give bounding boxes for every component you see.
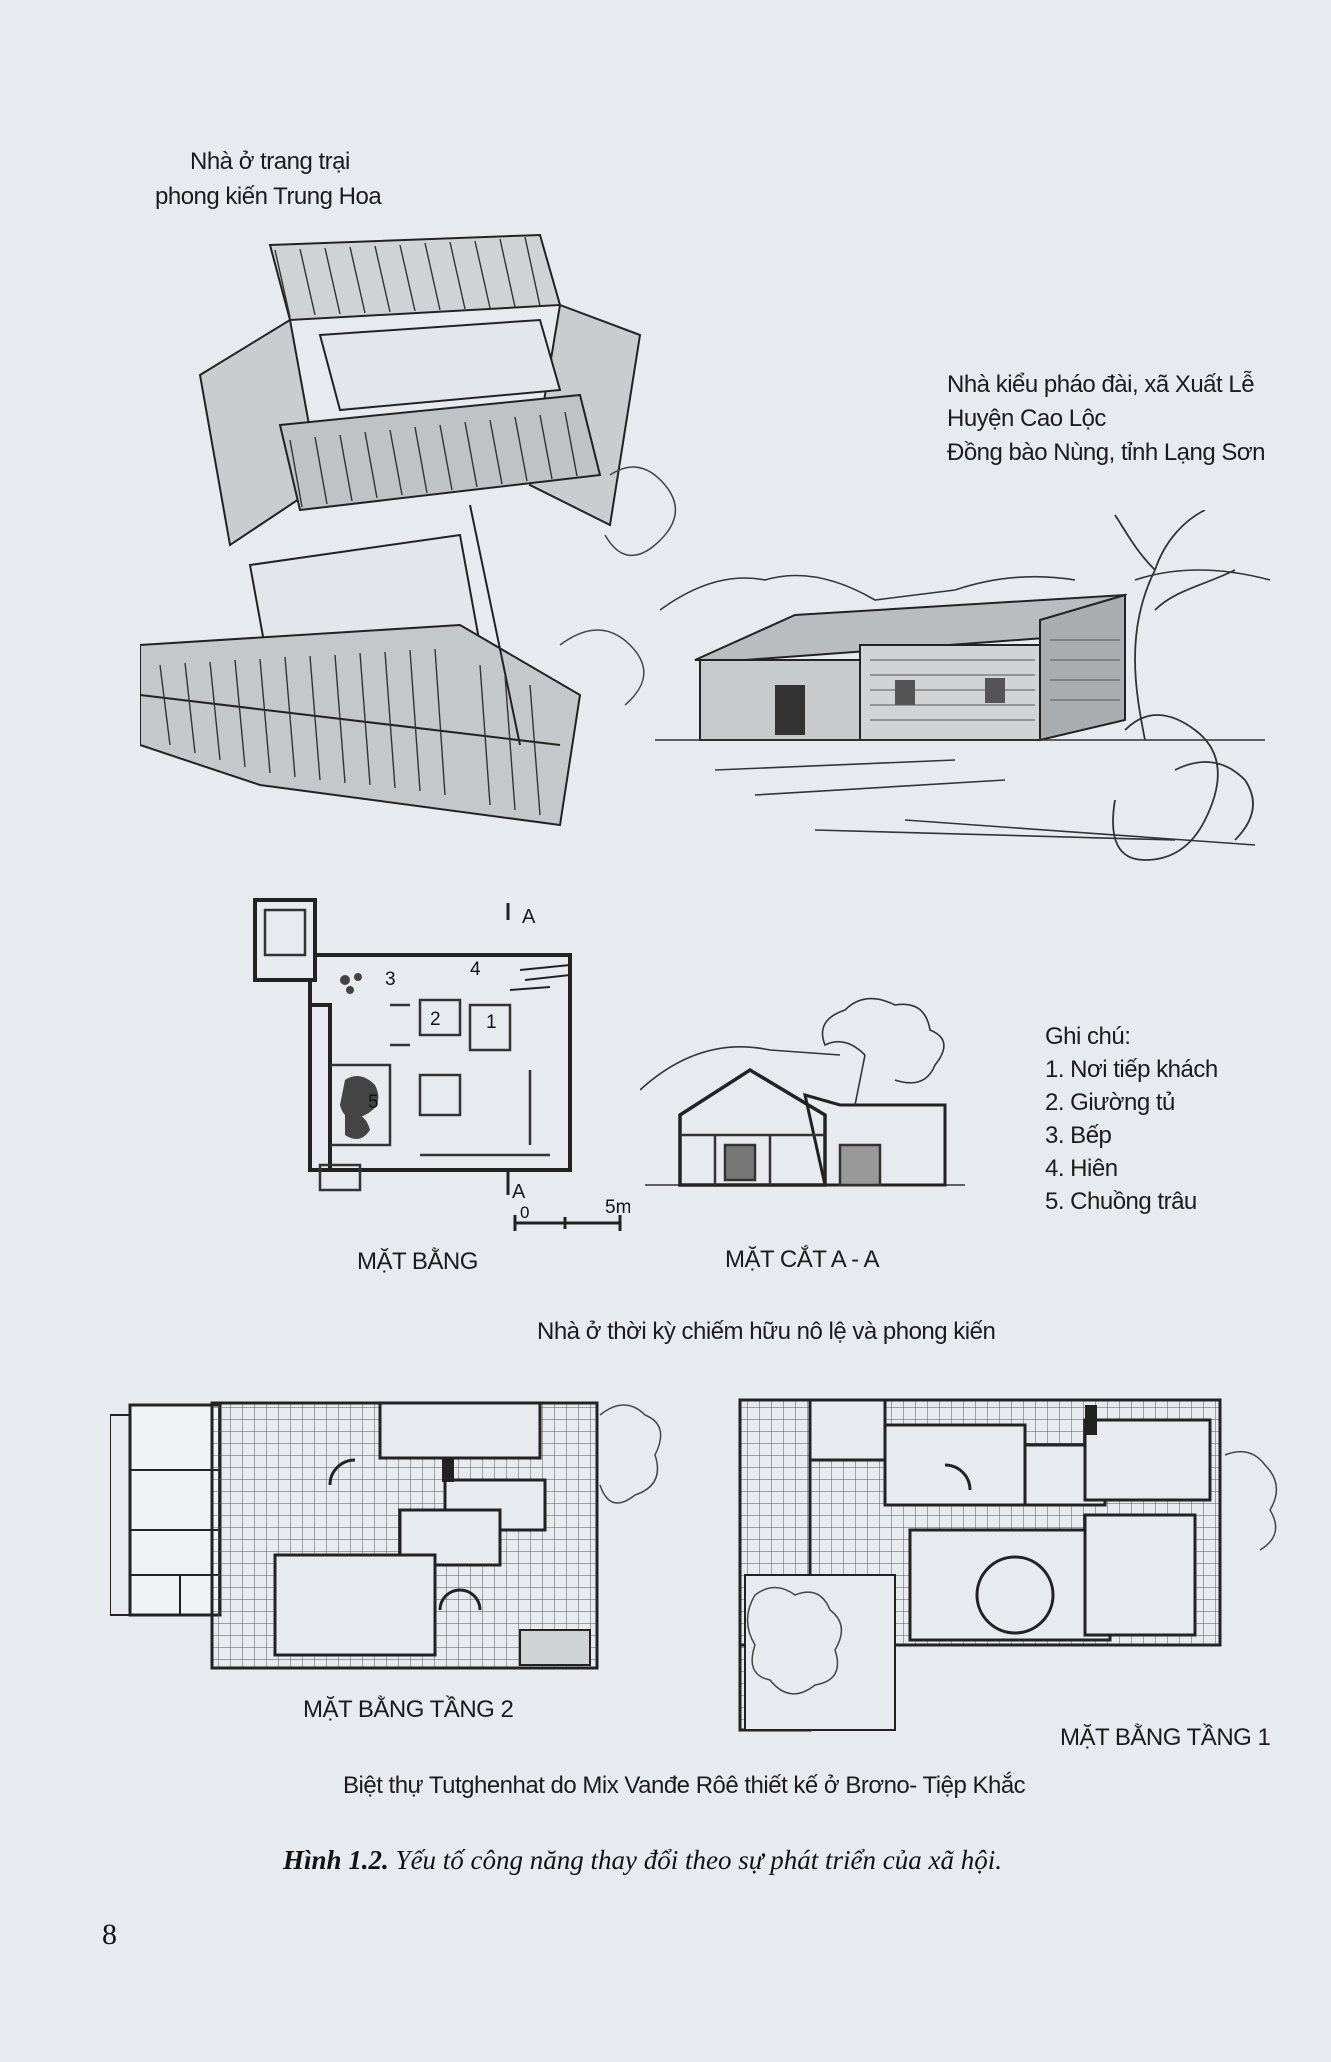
label-fort-house-line3: Đồng bào Nùng, tỉnh Lạng Sơn	[947, 439, 1265, 466]
section-mark-top: A	[522, 906, 536, 928]
figure-caption-prefix: Hình 1.2.	[283, 1845, 389, 1875]
legend-title: Ghi chú:	[1045, 1023, 1131, 1050]
legend-item-3: 3. Bếp	[1045, 1122, 1112, 1149]
label-chinese-farm-line1: Nhà ở trang trại	[190, 148, 350, 175]
villa-caption: Biệt thự Tutghenhat do Mix Vanđe Rôê thi…	[343, 1772, 1026, 1799]
plan-drawing: A A 2 1 3 4 5 0 5m	[253, 898, 630, 1231]
figure-caption-text: Yếu tố công năng thay đổi theo sự phát t…	[395, 1845, 1002, 1875]
room-number-1: 1	[486, 1012, 497, 1033]
room-number-5: 5	[368, 1092, 379, 1113]
label-chinese-farm-line2: phong kiến Trung Hoa	[155, 183, 382, 210]
figure-caption: Hình 1.2. Yếu tố công năng thay đổi theo…	[283, 1845, 1002, 1876]
villa-floor2-plan	[110, 1401, 662, 1670]
legend-item-4: 4. Hiên	[1045, 1155, 1118, 1182]
scale-length: 5m	[605, 1197, 630, 1218]
page-number: 8	[102, 1918, 117, 1951]
chinese-farmhouse-sketch	[140, 233, 677, 827]
room-number-4: 4	[470, 959, 481, 980]
fort-house-sketch	[655, 510, 1271, 861]
plan-title: MẶT BẰNG	[357, 1248, 478, 1275]
section-mark-bottom: A	[512, 1181, 526, 1203]
legend-item-2: 2. Giường tủ	[1045, 1089, 1175, 1116]
section-drawing	[640, 997, 965, 1187]
villa-floor1-plan	[738, 1398, 1278, 1732]
label-fort-house-line1: Nhà kiểu pháo đài, xã Xuất Lễ	[947, 371, 1255, 398]
section-title: MẶT CẮT A - A	[725, 1246, 880, 1273]
villa-floor2-title: MẶT BẰNG TẦNG 2	[303, 1696, 514, 1723]
room-number-3: 3	[385, 969, 396, 990]
group-caption: Nhà ở thời kỳ chiếm hữu nô lệ và phong k…	[537, 1318, 996, 1345]
scale-zero: 0	[520, 1203, 529, 1222]
label-fort-house-line2: Huyện Cao Lộc	[947, 405, 1106, 432]
legend-item-5: 5. Chuồng trâu	[1045, 1188, 1197, 1215]
villa-floor1-title: MẶT BẰNG TẦNG 1	[1060, 1724, 1271, 1751]
room-number-2: 2	[430, 1009, 441, 1030]
legend-item-1: 1. Nơi tiếp khách	[1045, 1056, 1218, 1083]
